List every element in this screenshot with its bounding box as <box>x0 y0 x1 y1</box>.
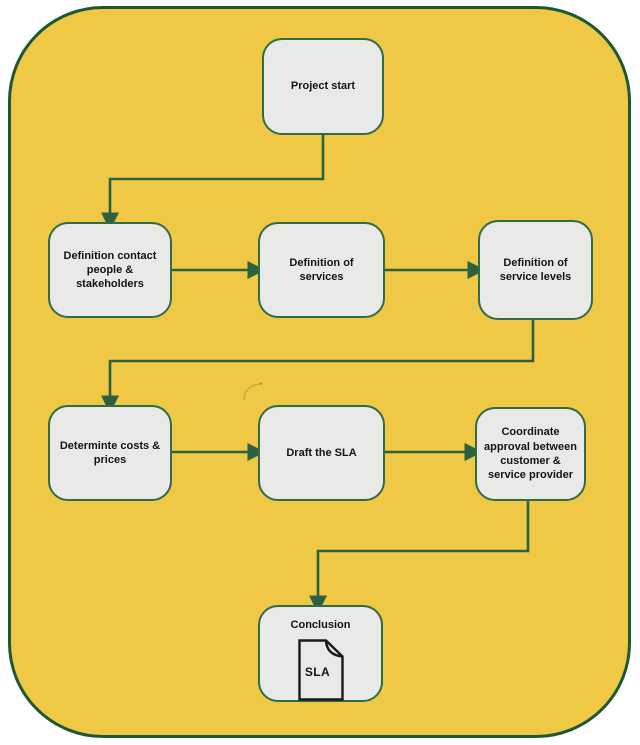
sla-document-icon: SLA <box>297 639 344 701</box>
node-determinte-costs: Determinte costs & prices <box>48 405 172 501</box>
node-coordinate-approval-label: Coordinate approval between customer & s… <box>484 426 577 482</box>
node-coordinate-approval: Coordinate approval between customer & s… <box>475 407 586 501</box>
node-draft-sla: Draft the SLA <box>258 405 385 501</box>
node-determinte-costs-label: Determinte costs & prices <box>59 439 161 466</box>
sla-document-icon-svg <box>297 639 344 701</box>
node-draft-sla-label: Draft the SLA <box>286 446 357 459</box>
sla-document-icon-label: SLA <box>304 665 331 680</box>
node-definition-service-levels: Definition of service levels <box>478 220 593 320</box>
node-project-start: Project start <box>262 38 384 135</box>
node-definition-service-levels-label: Definition of service levels <box>499 256 572 283</box>
node-definition-services-label: Definition of services <box>289 256 354 283</box>
node-conclusion: Conclusion SLA <box>258 605 383 702</box>
node-definition-services: Definition of services <box>258 222 385 318</box>
node-definition-contact-label: Definition contact people & stakeholders <box>63 249 157 291</box>
node-definition-contact: Definition contact people & stakeholders <box>48 222 172 318</box>
node-project-start-label: Project start <box>290 80 356 93</box>
node-conclusion-label: Conclusion <box>290 619 351 631</box>
